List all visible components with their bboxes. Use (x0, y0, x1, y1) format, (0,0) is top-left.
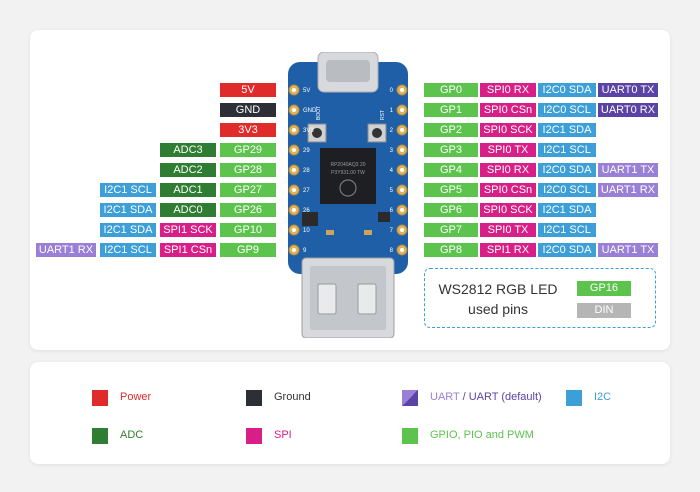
func-label-gp3-i2c1-scl: I2C1 SCL (538, 143, 596, 157)
func-label-gp8-uart1-tx: UART1 TX (598, 243, 658, 257)
pin-label-gp27: GP27 (220, 183, 276, 197)
silk-boot: BOOT (316, 106, 322, 120)
func-label-gp26-adc0: ADC0 (160, 203, 216, 217)
func-label-gp8-spi1-rx: SPI1 RX (480, 243, 536, 257)
func-label-gp9-i2c1-scl: I2C1 SCL (100, 243, 156, 257)
func-label-gp6-i2c1-sda: I2C1 SDA (538, 203, 596, 217)
legend-spi-label: SPI (274, 429, 292, 441)
func-label-gp27-adc1: ADC1 (160, 183, 216, 197)
silk-left-1: GND (303, 108, 317, 114)
power-swatch (92, 390, 108, 406)
func-label-gp4-i2c0-sda: I2C0 SDA (538, 163, 596, 177)
legend-card: Power Ground UART / UART (default) I2C A… (30, 362, 670, 464)
func-label-gp10-i2c1-sda: I2C1 SDA (100, 223, 156, 237)
pin-label-gp29: GP29 (220, 143, 276, 157)
silk-rst: RST (380, 110, 386, 120)
chip-text-1: RP2040AQ3 20 (330, 162, 365, 168)
ws2812-gp16-tag: GP16 (577, 281, 631, 296)
ws2812-info-box: WS2812 RGB LED used pins GP16 DIN (424, 268, 656, 328)
legend-adc-label: ADC (120, 429, 144, 441)
chip-text-2: P3Y931.00 TW (331, 170, 365, 176)
func-label-gp27-i2c1-scl: I2C1 SCL (100, 183, 156, 197)
func-label-gp0-spi0-rx: SPI0 RX (480, 83, 536, 97)
silk-left-0: 5V (303, 88, 310, 94)
func-label-gp10-spi1-sck: SPI1 SCK (160, 223, 216, 237)
pin-label-gnd: GND (220, 103, 276, 117)
silk-right-0: 0 (390, 88, 394, 94)
raspberry-logo-icon (339, 179, 357, 197)
silk-left-2: 3V3 (303, 128, 314, 134)
silk-right-4: 4 (390, 168, 394, 174)
pin-label-gp4: GP4 (424, 163, 478, 177)
func-label-gp29-adc3: ADC3 (160, 143, 216, 157)
pin-label-gp6: GP6 (424, 203, 478, 217)
ground-swatch (246, 390, 262, 406)
gpio-swatch (402, 428, 418, 444)
adc-swatch (92, 428, 108, 444)
i2c-swatch (566, 390, 582, 406)
legend-uart-label: UART / UART (default) (430, 391, 542, 403)
pin-label-5v: 5V (220, 83, 276, 97)
silk-left-7: 10 (303, 228, 310, 234)
pin-label-gp0: GP0 (424, 83, 478, 97)
func-label-gp2-spi0-sck: SPI0 SCK (480, 123, 536, 137)
legend-i2c-label: I2C (594, 391, 612, 403)
func-label-gp28-adc2: ADC2 (160, 163, 216, 177)
ws2812-din-tag: DIN (577, 303, 631, 318)
legend-ground-label: Ground (274, 391, 311, 403)
func-label-gp1-uart0-rx: UART0 RX (598, 103, 658, 117)
silk-right-6: 6 (390, 208, 394, 214)
pin-label-gp28: GP28 (220, 163, 276, 177)
func-label-gp0-i2c0-sda: I2C0 SDA (538, 83, 596, 97)
func-label-gp5-uart1-rx: UART1 RX (598, 183, 658, 197)
silk-left-5: 27 (303, 188, 310, 194)
func-label-gp1-i2c0-scl: I2C0 SCL (538, 103, 596, 117)
func-label-gp0-uart0-tx: UART0 TX (598, 83, 658, 97)
func-label-gp3-spi0-tx: SPI0 TX (480, 143, 536, 157)
func-label-gp9-spi1-csn: SPI1 CSn (160, 243, 216, 257)
ws2812-title: WS2812 RGB LED (438, 281, 558, 297)
func-label-gp8-i2c0-sda: I2C0 SDA (538, 243, 596, 257)
func-label-gp5-i2c0-scl: I2C0 SCL (538, 183, 596, 197)
func-label-gp5-spi0-csn: SPI0 CSn (480, 183, 536, 197)
pin-label-gp9: GP9 (220, 243, 276, 257)
legend-gpio-label: GPIO, PIO and PWM (430, 429, 534, 441)
pin-label-gp3: GP3 (424, 143, 478, 157)
silk-left-3: 29 (303, 148, 310, 154)
silk-right-5: 5 (390, 188, 394, 194)
pin-label-gp8: GP8 (424, 243, 478, 257)
spi-swatch (246, 428, 262, 444)
ws2812-subtitle: used pins (468, 301, 528, 317)
pin-label-gp26: GP26 (220, 203, 276, 217)
silk-right-2: 2 (390, 128, 394, 134)
func-label-gp6-spi0-sck: SPI0 SCK (480, 203, 536, 217)
uart-swatch (402, 390, 418, 406)
silk-left-4: 28 (303, 168, 310, 174)
silk-right-3: 3 (390, 148, 394, 154)
rp2040-chip (320, 148, 376, 204)
pin-label-3v3: 3V3 (220, 123, 276, 137)
func-label-gp9-uart1-rx: UART1 RX (36, 243, 96, 257)
legend-power-label: Power (120, 391, 152, 403)
pin-label-gp1: GP1 (424, 103, 478, 117)
silk-right-7: 7 (390, 228, 394, 234)
pin-label-gp5: GP5 (424, 183, 478, 197)
silk-right-1: 1 (390, 108, 394, 114)
silk-left-6: 26 (303, 208, 310, 214)
func-label-gp4-spi0-rx: SPI0 RX (480, 163, 536, 177)
func-label-gp1-spi0-csn: SPI0 CSn (480, 103, 536, 117)
pin-label-gp2: GP2 (424, 123, 478, 137)
pin-label-gp10: GP10 (220, 223, 276, 237)
func-label-gp7-i2c1-scl: I2C1 SCL (538, 223, 596, 237)
silk-right-8: 8 (390, 248, 394, 254)
pin-label-gp7: GP7 (424, 223, 478, 237)
func-label-gp4-uart1-tx: UART1 TX (598, 163, 658, 177)
silk-left-8: 9 (303, 248, 307, 254)
func-label-gp2-i2c1-sda: I2C1 SDA (538, 123, 596, 137)
func-label-gp7-spi0-tx: SPI0 TX (480, 223, 536, 237)
func-label-gp26-i2c1-sda: I2C1 SDA (100, 203, 156, 217)
